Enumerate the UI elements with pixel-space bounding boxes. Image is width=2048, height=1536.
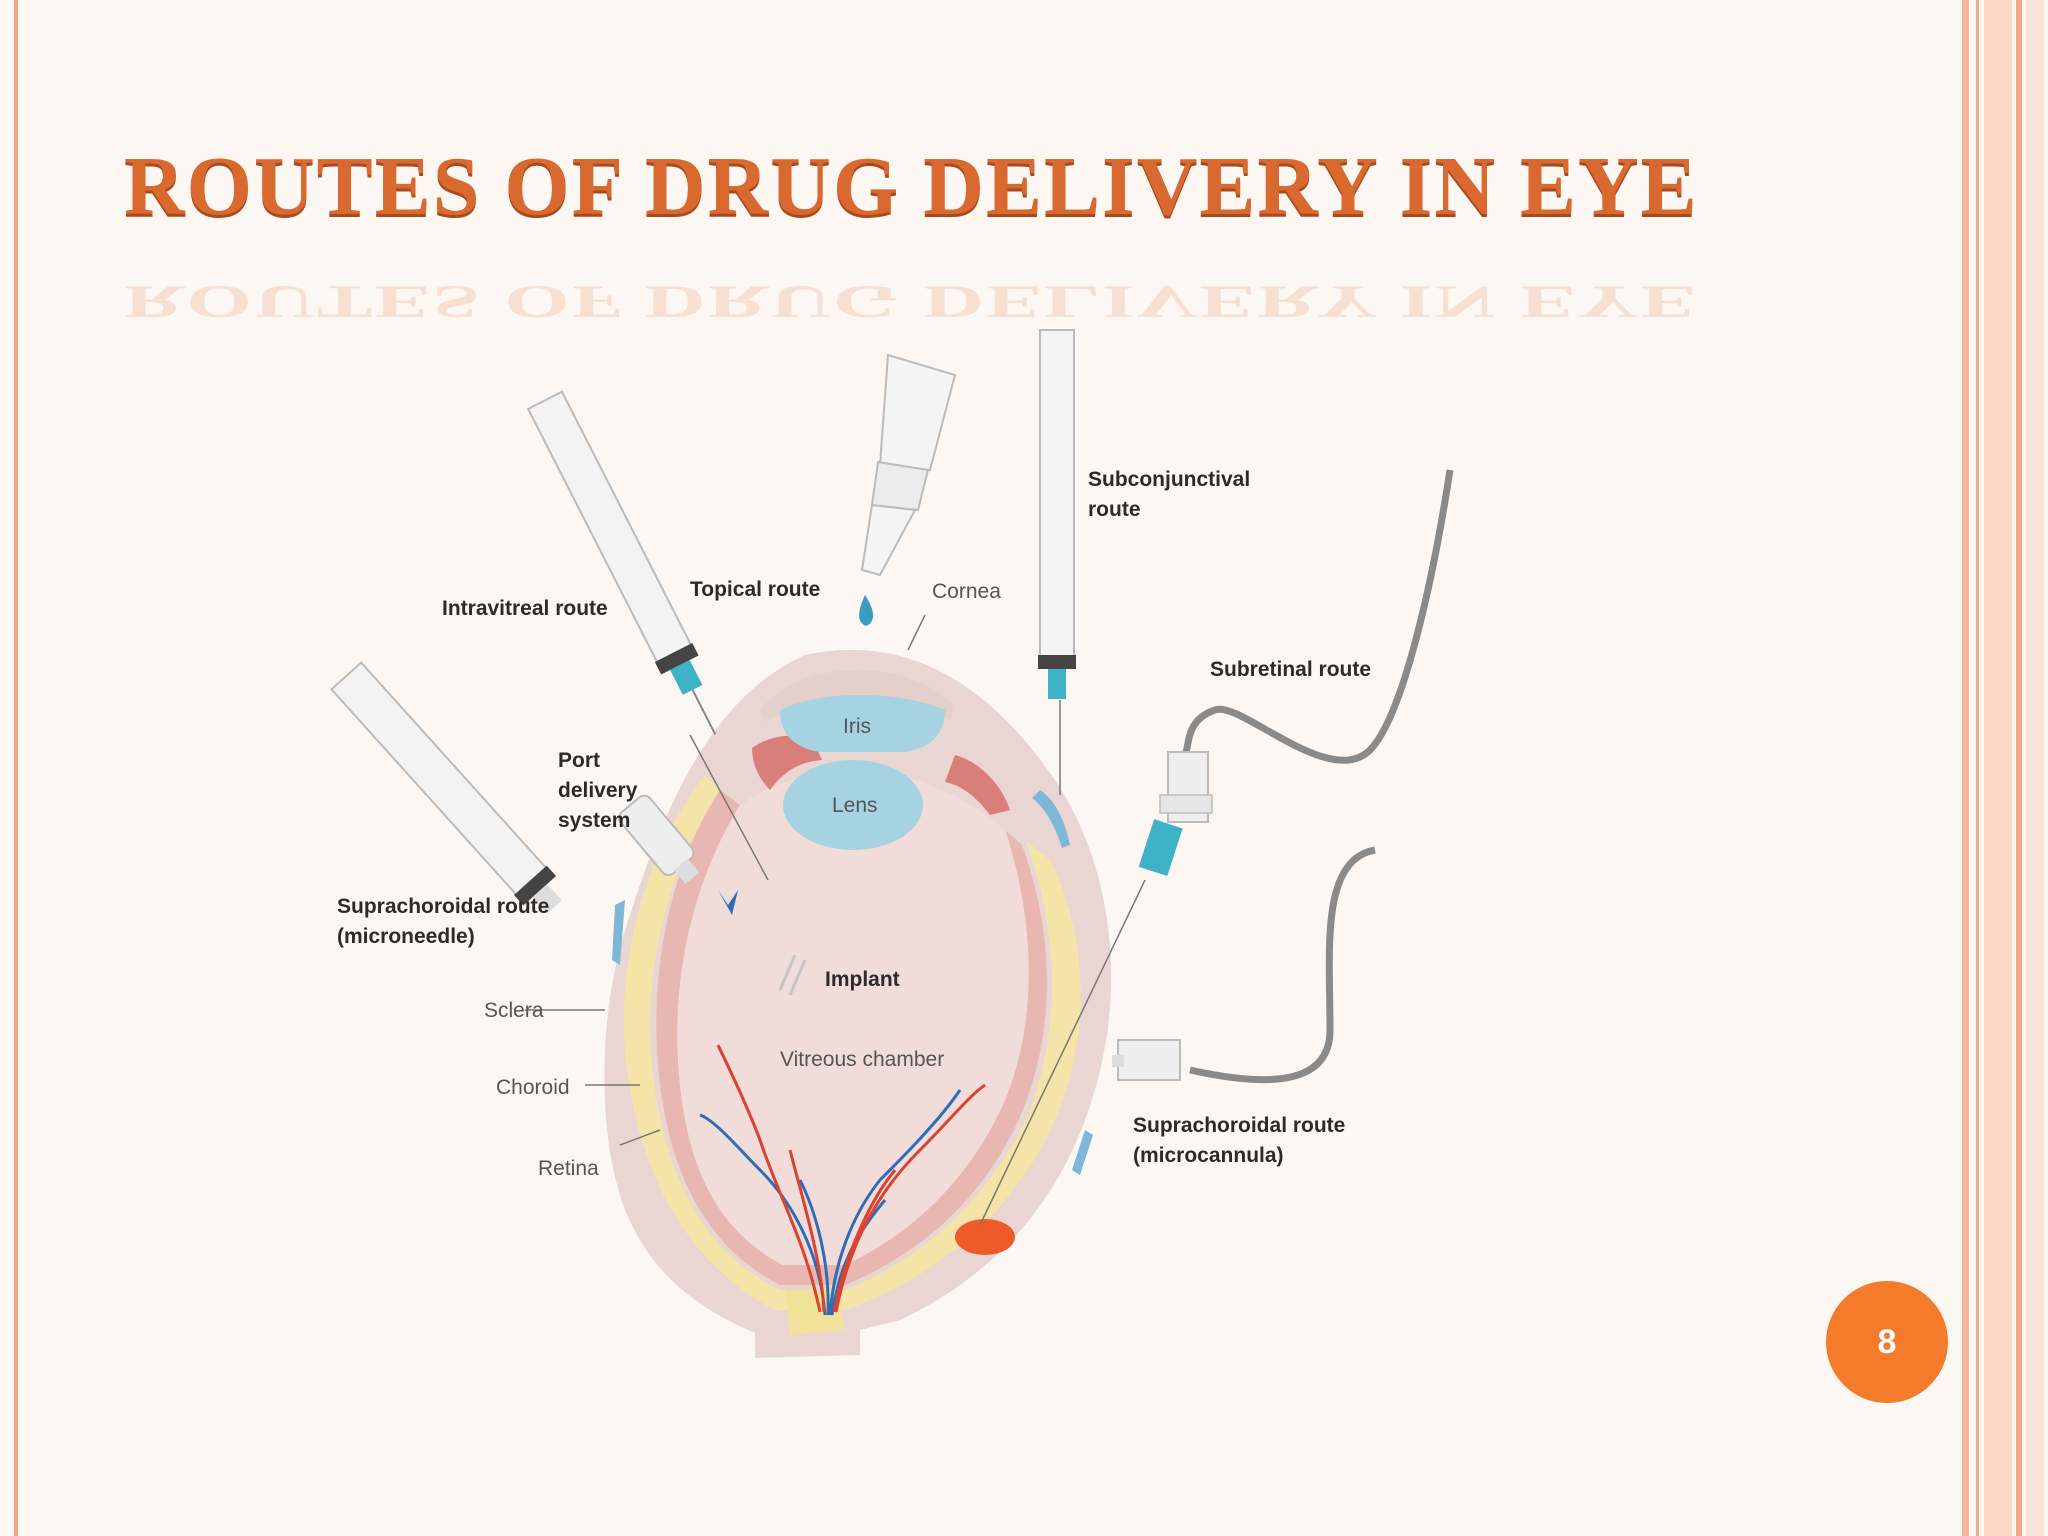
ciliary-body-right — [945, 755, 1010, 815]
iris — [780, 695, 945, 752]
lens — [783, 760, 923, 850]
route-pointer-lines — [525, 614, 1146, 1226]
label-port-line2: delivery — [558, 779, 638, 802]
label-subconjunctival-line2: route — [1088, 498, 1141, 521]
label-iris: Iris — [843, 715, 871, 738]
right-border-band-end — [2026, 0, 2044, 1536]
page-number-badge: 8 — [1826, 1281, 1948, 1403]
ciliary-body-left — [752, 735, 822, 790]
drug-release-drops — [718, 890, 738, 915]
suprachoroidal-microneedle-syringe — [330, 661, 562, 914]
subretinal-bleb — [955, 1219, 1015, 1255]
label-implant: Implant — [825, 968, 900, 991]
vitreous-chamber-area — [677, 770, 1029, 1265]
label-port-line3: system — [558, 809, 630, 832]
subretinal-cannula — [1138, 469, 1454, 876]
label-cornea: Cornea — [932, 580, 1001, 603]
label-suprachoroidal-microneedle-line2: (microneedle) — [337, 925, 475, 948]
label-port-line1: Port — [558, 749, 600, 772]
label-suprachoroidal-microcannula-line2: (microcannula) — [1133, 1144, 1284, 1167]
title-block: ROUTES OF DRUG DELIVERY IN EYE ROUTES OF… — [124, 138, 1724, 327]
right-border-band-inner — [1984, 0, 2012, 1536]
label-retina: Retina — [538, 1157, 599, 1180]
left-border-line — [14, 0, 18, 1536]
label-vitreous-chamber: Vitreous chamber — [780, 1048, 944, 1071]
right-border-band-outer — [1962, 0, 1969, 1536]
subconjunctival-syringe — [1038, 329, 1076, 699]
port-delivery-implant — [618, 794, 700, 885]
label-lens: Lens — [832, 794, 878, 817]
label-subretinal-route: Subretinal route — [1210, 658, 1371, 681]
suprachoroidal-microcannula — [1112, 846, 1376, 1084]
right-border-band-edge — [2016, 0, 2022, 1536]
label-sclera: Sclera — [484, 999, 544, 1022]
right-border-band-stripe — [1976, 0, 1979, 1536]
eye-dropper-bottle — [859, 353, 957, 626]
subconjunctival-deposit — [1032, 790, 1070, 848]
eyeball-retina-layer — [656, 790, 1047, 1285]
label-topical-route: Topical route — [690, 578, 820, 601]
intravitreal-syringe — [526, 390, 717, 735]
suprachoroidal-deposit-right — [1072, 1130, 1093, 1175]
retinal-blood-vessels — [699, 1044, 986, 1316]
implant-rods — [778, 954, 807, 996]
label-intravitreal-route: Intravitreal route — [442, 597, 608, 620]
label-suprachoroidal-microcannula-line1: Suprachoroidal route — [1133, 1114, 1345, 1137]
label-suprachoroidal-microneedle-line1: Suprachoroidal route — [337, 895, 549, 918]
label-subconjunctival-line1: Subconjunctival — [1088, 468, 1250, 491]
label-choroid: Choroid — [496, 1076, 570, 1099]
slide-title: ROUTES OF DRUG DELIVERY IN EYE — [124, 140, 1699, 233]
suprachoroidal-deposit-left — [612, 900, 625, 965]
